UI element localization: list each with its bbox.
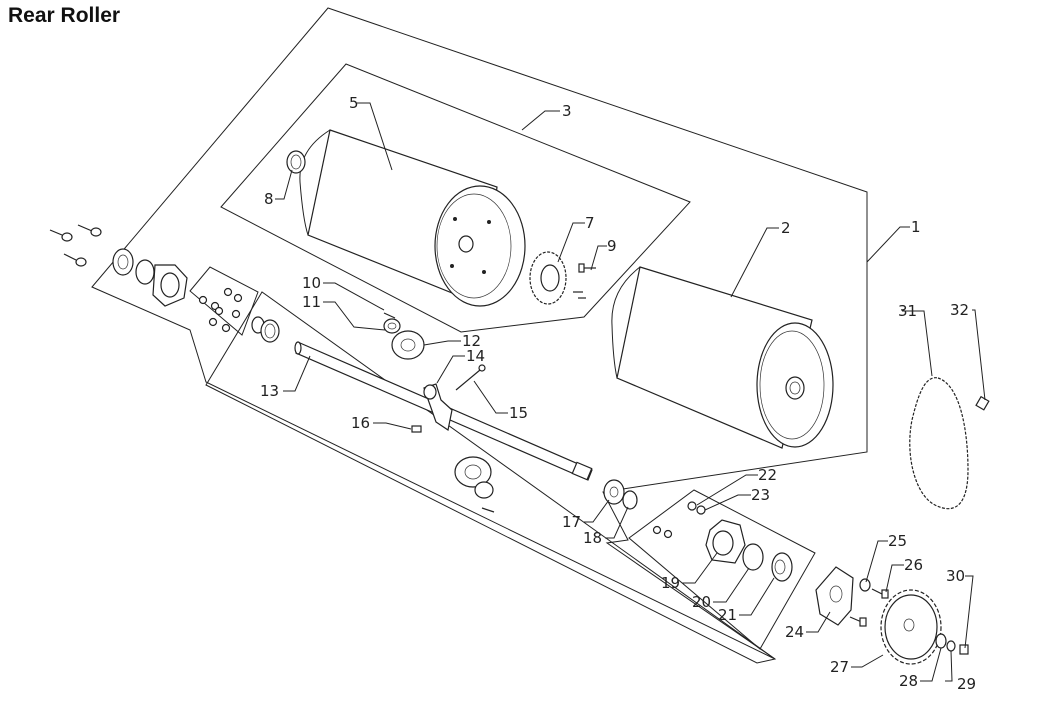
shaft-group-outline — [205, 291, 777, 664]
callout-30: 30 — [946, 567, 965, 585]
callout-21: 21 — [718, 606, 737, 624]
left-bearing-housing — [112, 248, 188, 307]
page-title: Rear Roller — [8, 4, 121, 27]
washers-17-18 — [603, 479, 638, 510]
callout-labels: 1 2 3 5 7 8 9 10 11 12 13 14 15 16 17 18… — [260, 94, 976, 693]
bolt-16 — [411, 425, 422, 433]
callout-9: 9 — [607, 237, 617, 255]
callout-28: 28 — [899, 672, 918, 690]
assembly-3-outline — [220, 63, 691, 333]
callout-3: 3 — [562, 102, 572, 120]
flange-19 — [705, 519, 746, 564]
callout-31: 31 — [898, 302, 917, 320]
roller-5 — [299, 129, 526, 307]
bolts-9 — [573, 263, 596, 299]
callout-1: 1 — [911, 218, 921, 236]
left-bolts — [49, 224, 102, 267]
callout-8: 8 — [264, 190, 274, 208]
callout-15: 15 — [509, 404, 528, 422]
bolts-25-26 — [849, 578, 889, 627]
callout-16: 16 — [351, 414, 370, 432]
callout-19: 19 — [661, 574, 680, 592]
chain-link-32 — [975, 395, 990, 411]
callout-12: 12 — [462, 332, 481, 350]
callout-26: 26 — [904, 556, 923, 574]
snap-ring-20 — [742, 543, 764, 571]
callout-13: 13 — [260, 382, 279, 400]
sprocket-27 — [880, 589, 942, 665]
callout-32: 32 — [950, 301, 969, 319]
bearing-group-outline — [628, 489, 816, 650]
seal-rings — [251, 316, 280, 343]
callout-7: 7 — [585, 214, 595, 232]
roller-2 — [611, 266, 834, 449]
plate-24 — [815, 566, 854, 626]
callout-17: 17 — [562, 513, 581, 531]
callout-29: 29 — [957, 675, 976, 693]
callout-10: 10 — [302, 274, 321, 292]
callout-24: 24 — [785, 623, 804, 641]
assembly-1-outline — [91, 7, 868, 660]
sprocket-7 — [529, 251, 567, 305]
callout-18: 18 — [583, 529, 602, 547]
leader-lines — [275, 102, 986, 682]
callout-23: 23 — [751, 486, 770, 504]
yoke-14 — [423, 383, 453, 431]
callout-27: 27 — [830, 658, 849, 676]
parts-10-11-12 — [383, 312, 425, 360]
bushing-8 — [286, 150, 306, 174]
callout-14: 14 — [466, 347, 485, 365]
callout-22: 22 — [758, 466, 777, 484]
shaft-bearing-cup — [454, 456, 495, 513]
chain-31 — [909, 377, 969, 510]
nuts-group — [189, 266, 259, 336]
callout-20: 20 — [692, 593, 711, 611]
callout-2: 2 — [781, 219, 791, 237]
callout-11: 11 — [302, 293, 321, 311]
bearing-21 — [771, 552, 793, 582]
washer-28-nut-29-bolt-30 — [935, 633, 969, 655]
pin-15 — [455, 364, 486, 391]
callout-5: 5 — [349, 94, 359, 112]
callout-25: 25 — [888, 532, 907, 550]
nuts-22-23 — [652, 501, 706, 539]
